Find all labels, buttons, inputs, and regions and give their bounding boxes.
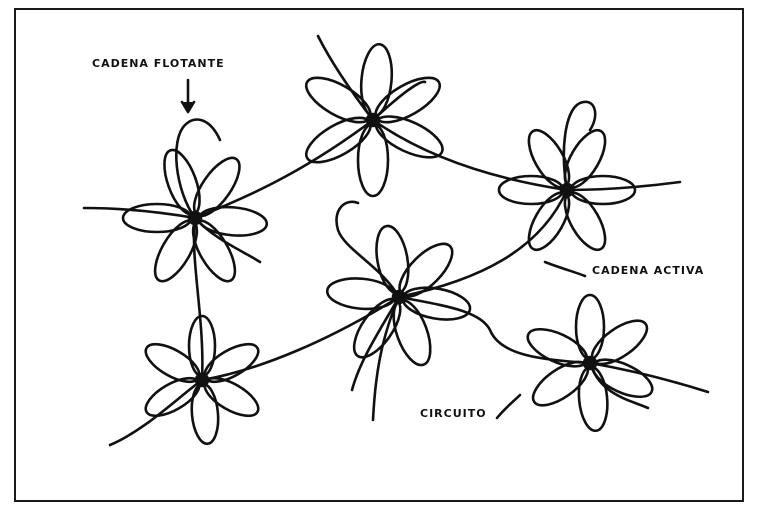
arrow-down-icon <box>182 80 194 112</box>
float-chain-left <box>84 208 195 218</box>
chain-5-left <box>110 380 202 445</box>
chain-mid-down2 <box>373 297 399 420</box>
chain-1-curl <box>195 218 260 262</box>
label-active-chain: CADENA ACTIVA <box>592 264 704 277</box>
junction-2 <box>300 43 449 196</box>
chain-mid-curl <box>336 202 399 297</box>
chain-active-tail <box>545 262 585 276</box>
label-floating-chain: CADENA FLOTANTE <box>92 57 225 70</box>
junction-6 <box>522 295 657 432</box>
chain-circuit-tail <box>497 395 520 418</box>
junction-3 <box>499 124 635 256</box>
label-loop: CIRCUITO <box>420 407 487 420</box>
